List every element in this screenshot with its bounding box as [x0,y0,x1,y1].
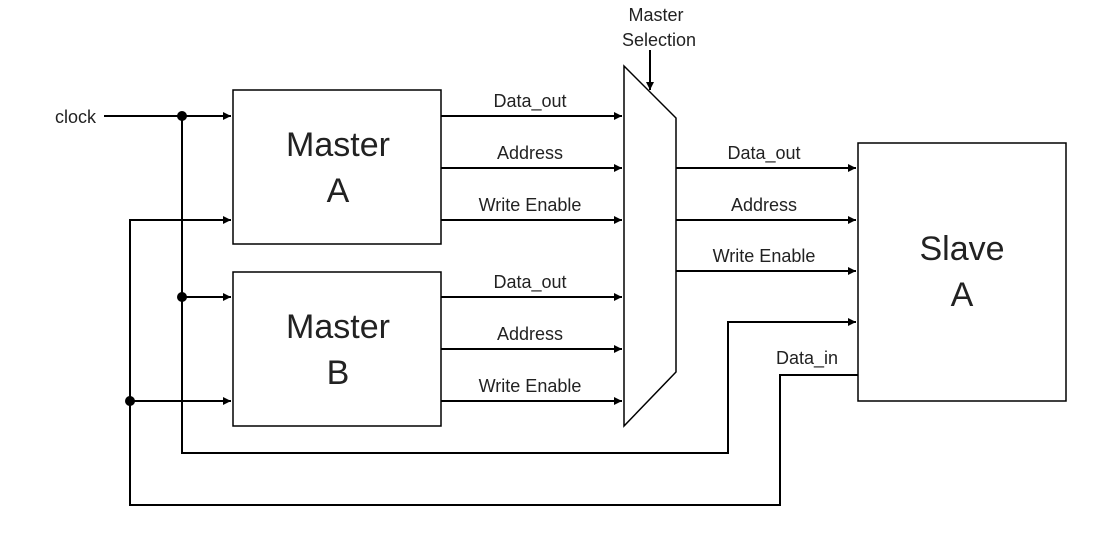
master-b-label-line2: B [327,354,350,392]
clock-label: clock [55,107,97,127]
mux-data-out-label: Data_out [727,143,800,164]
mux-write-enable-label: Write Enable [713,246,816,266]
master-a-label-line1: Master [286,126,390,164]
master-b-block [232,271,442,427]
data-in-label: Data_in [776,348,838,369]
data-in-junction [125,396,135,406]
master-b-write-enable-label: Write Enable [479,376,582,396]
master-selection-label-line2: Selection [622,30,696,50]
mux-address-label: Address [731,195,797,215]
slave-a-block [857,142,1067,402]
master-selection-label-line1: Master [628,5,683,25]
slave-a-label-line2: A [951,276,974,314]
master-b-data-out-label: Data_out [493,272,566,293]
clock-junction-b [177,292,187,302]
master-b-label-line1: Master [286,308,390,346]
slave-a-label-line1: Slave [919,230,1004,268]
clock-junction-a [177,111,187,121]
multiplexer [623,64,677,428]
data-in-feedback-wire [129,216,858,506]
master-a-block [232,89,442,245]
master-a-address-label: Address [497,143,563,163]
clock-to-slave-wire [181,116,856,454]
master-a-write-enable-label: Write Enable [479,195,582,215]
master-b-address-label: Address [497,324,563,344]
master-a-data-out-label: Data_out [493,91,566,112]
master-a-label-line2: A [327,172,350,210]
